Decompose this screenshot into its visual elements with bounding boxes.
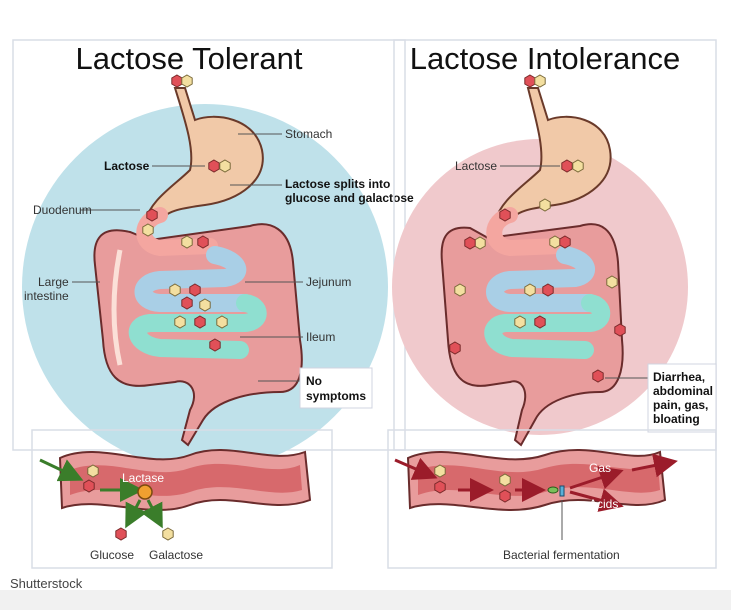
intolerance-frame <box>393 39 717 451</box>
bacterial-fermentation-label: Bacterial fermentation <box>503 548 620 562</box>
footer-strip <box>0 590 731 610</box>
no-symptoms-line1: No <box>306 374 322 388</box>
right-leader-lines <box>500 165 648 379</box>
lactose-label-left: Lactose <box>104 159 150 173</box>
stomach-right <box>493 87 612 223</box>
no-symptoms-line2: symptoms <box>306 389 366 403</box>
small-intestine-left <box>128 246 267 359</box>
symptoms-line2: abdominal <box>653 384 713 398</box>
stomach-label: Stomach <box>285 127 332 141</box>
symptoms-box <box>647 363 717 433</box>
intolerance-panel: Lactose Intolerance Lactose Diarrhea, <box>387 39 717 569</box>
tolerant-panel: Lactose Tolerant <box>12 39 414 569</box>
large-intestine-highlight <box>111 249 123 366</box>
small-intestine-right <box>484 246 611 359</box>
large-intestine-label-line1: Large <box>38 275 69 289</box>
galactose-label: Galactose <box>149 548 203 562</box>
no-symptoms-box <box>299 367 373 409</box>
credit-text: Shutterstock <box>10 576 83 591</box>
lactose-label-right: Lactose <box>455 159 497 173</box>
stomach-left <box>143 87 264 223</box>
tolerant-title: Lactose Tolerant <box>76 41 303 76</box>
duodenum-label: Duodenum <box>33 203 92 217</box>
splits-label-line2: glucose and galactose <box>285 191 414 205</box>
intolerance-title: Lactose Intolerance <box>410 41 681 76</box>
left-leader-lines <box>72 133 303 382</box>
ileum-label: Ileum <box>306 330 335 344</box>
lactose-diagram: Lactose Tolerant <box>12 39 717 569</box>
large-intestine-label-line2: intestine <box>24 289 69 303</box>
lactase-enzyme-icon <box>137 484 153 500</box>
glucose-label: Glucose <box>90 548 134 562</box>
gas-label: Gas <box>589 461 611 475</box>
bacteria-rod-icon <box>559 485 565 497</box>
symptoms-line3: pain, gas, <box>653 398 708 412</box>
acids-label: Acids <box>589 497 618 511</box>
lactase-label: Lactase <box>122 471 164 485</box>
jejunum-label: Jejunum <box>306 275 351 289</box>
tolerant-inset: Lactase Glucose Galactose <box>31 429 333 569</box>
symptoms-line4: bloating <box>653 412 700 426</box>
splits-label-line1: Lactose splits into <box>285 177 390 191</box>
intolerance-inset: Gas Acids Bacterial fermentation <box>387 429 717 569</box>
symptoms-line1: Diarrhea, <box>653 370 705 384</box>
bacteria-icon <box>547 486 559 494</box>
